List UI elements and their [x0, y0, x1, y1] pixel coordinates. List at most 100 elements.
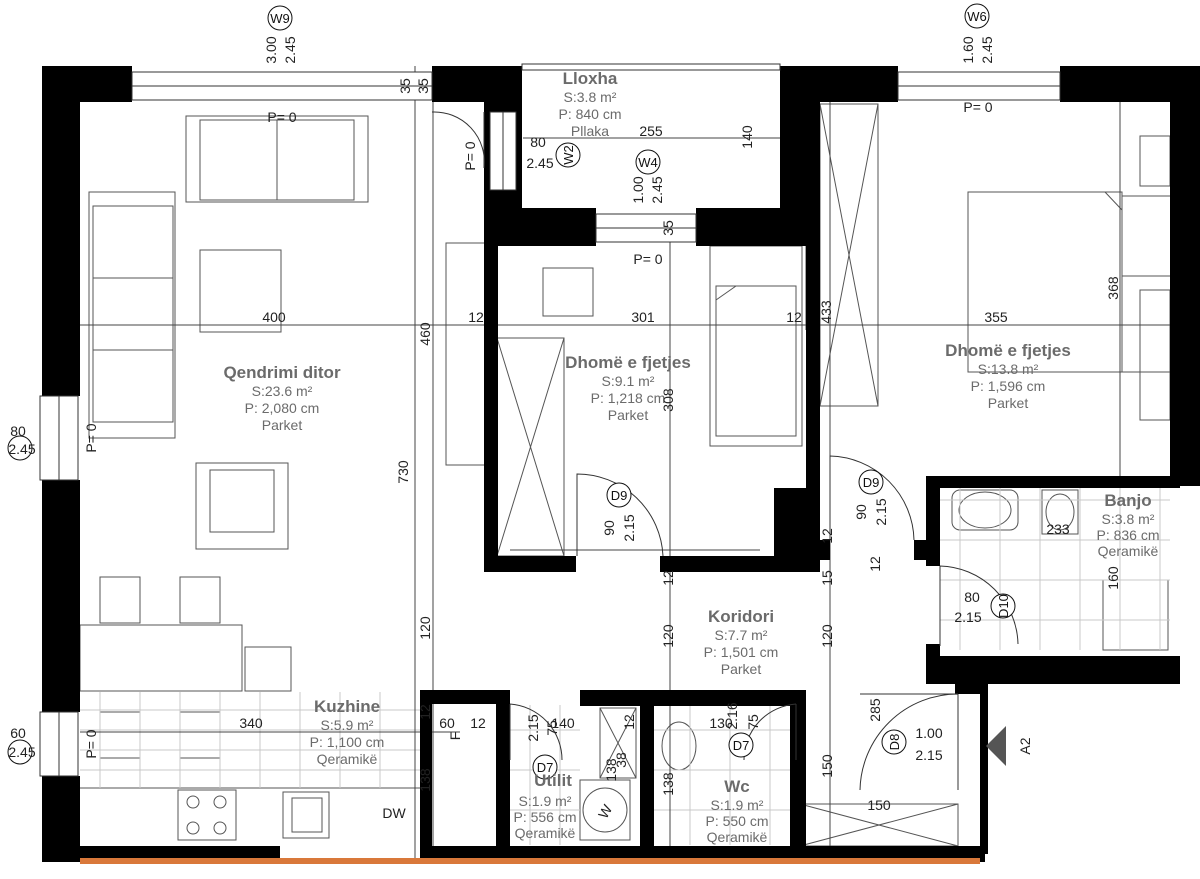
tags	[7, 3, 1016, 780]
dim-p0-w4: P= 0	[633, 251, 662, 267]
section-label: A2	[1017, 737, 1033, 754]
room-floor-utility: Qeramikë	[515, 825, 576, 841]
dim-p0-lw1: P= 0	[83, 423, 99, 452]
dim-140a: 140	[739, 125, 755, 149]
dim-w6-height: 2.45	[979, 36, 995, 63]
dim-120b: 120	[660, 624, 676, 648]
room-name-corridor: Koridori	[708, 607, 774, 626]
tag-d9-bedroom2: D9	[863, 475, 880, 490]
room-perimeter-loggia: P: 840 cm	[558, 106, 621, 122]
room-perimeter-corridor: P: 1,501 cm	[704, 644, 779, 660]
dim-160: 160	[1105, 566, 1121, 590]
dim-lw1-width: 80	[10, 423, 26, 439]
dim-150b: 150	[867, 797, 891, 813]
dim-138c: 138	[660, 772, 676, 796]
label-fridge: F	[447, 732, 463, 741]
dim-12f: 12	[819, 528, 835, 544]
dim-730: 730	[395, 460, 411, 484]
dim-d9b-width: 90	[853, 504, 869, 520]
dim-d9b-height: 2.15	[873, 498, 889, 525]
dim-120a: 120	[417, 616, 433, 640]
dim-w4-width: 1.00	[630, 176, 646, 203]
dim-35a: 35	[397, 78, 413, 94]
tag-d10: D10	[996, 594, 1011, 618]
room-floor-loggia: Pllaka	[571, 123, 609, 139]
dimension-texts: 3.00 2.45 1.60 2.45 80 2.45 1.00 2.45 80…	[8, 36, 1121, 813]
room-area-loggia: S:3.8 m²	[564, 89, 617, 105]
dim-p0-lw2: P= 0	[83, 729, 99, 758]
room-floor-wc: Qeramikë	[707, 829, 768, 845]
dim-308: 308	[660, 388, 676, 412]
room-floor-corridor: Parket	[721, 661, 762, 677]
tag-w6: W6	[967, 9, 987, 24]
dim-138b: 138	[603, 758, 619, 782]
dim-d9a-width: 90	[601, 520, 617, 536]
dim-d7b-height: 2.16	[724, 702, 740, 729]
room-area-kitchen: S:5.9 m²	[321, 717, 374, 733]
dim-368: 368	[1105, 276, 1121, 300]
dim-d9a-height: 2.15	[621, 514, 637, 541]
dim-d7a-height: 2.15	[525, 714, 541, 741]
room-name-bath: Banjo	[1104, 491, 1151, 510]
room-perimeter-bedroom2: P: 1,596 cm	[971, 378, 1046, 394]
dim-130: 130	[709, 715, 733, 731]
dim-60: 60	[439, 715, 455, 731]
tag-w2: W2	[561, 145, 576, 165]
dim-12d: 12	[417, 704, 433, 720]
room-floor-bedroom2: Parket	[988, 395, 1029, 411]
dim-355: 355	[984, 309, 1008, 325]
dim-lw2-width: 60	[10, 725, 26, 741]
room-perimeter-wc: P: 550 cm	[705, 813, 768, 829]
dim-d7a-width: 75	[544, 720, 560, 736]
doors	[431, 111, 1019, 791]
dim-p0-w9: P= 0	[267, 109, 296, 125]
room-name-utility: Utilit	[534, 771, 572, 790]
dim-lw2-height: 2.45	[8, 744, 35, 760]
floor-finish-strip	[80, 858, 980, 864]
room-perimeter-kitchen: P: 1,100 cm	[310, 734, 385, 750]
dim-d7b-width: 75	[745, 714, 761, 730]
dim-w2-height: 2.45	[526, 155, 553, 171]
dim-w6-width: 1.60	[960, 36, 976, 63]
dim-p0-w6: P= 0	[963, 99, 992, 115]
dim-w9-width: 3.00	[263, 36, 279, 63]
dim-433: 433	[818, 300, 834, 324]
room-name-wc: Wc	[724, 777, 750, 796]
room-floor-bedroom1: Parket	[608, 407, 649, 423]
label-washer: W	[595, 801, 616, 821]
room-perimeter-living: P: 2,080 cm	[245, 400, 320, 416]
dim-12c: 12	[470, 715, 486, 731]
room-floor-bath: Qeramikë	[1098, 543, 1159, 559]
dim-w9-height: 2.45	[282, 36, 298, 63]
dim-255: 255	[639, 123, 663, 139]
dim-138a: 138	[417, 768, 433, 792]
room-name-bedroom2: Dhomë e fjetjes	[945, 341, 1071, 360]
dim-12g: 12	[867, 556, 883, 572]
room-perimeter-bedroom1: P: 1,218 cm	[591, 390, 666, 406]
dim-12e: 12	[621, 714, 637, 730]
room-area-bath: S:3.8 m²	[1102, 511, 1155, 527]
dim-140b: 140	[551, 715, 575, 731]
dim-120c: 120	[819, 624, 835, 648]
room-name-bedroom1: Dhomë e fjetjes	[565, 353, 691, 372]
dim-p0-w2: P= 0	[462, 141, 478, 170]
dim-12b: 12	[786, 309, 802, 325]
dim-35c: 35	[660, 220, 676, 236]
room-floor-kitchen: Qeramikë	[317, 751, 378, 767]
room-perimeter-utility: P: 556 cm	[513, 809, 576, 825]
dim-38: 38	[613, 752, 629, 768]
tag-d9-bedroom1: D9	[611, 488, 628, 503]
windows	[39, 63, 1061, 777]
dim-12a: 12	[468, 309, 484, 325]
room-area-utility: S:1.9 m²	[519, 793, 572, 809]
dim-d10-height: 2.15	[954, 609, 981, 625]
dim-15: 15	[819, 570, 835, 586]
dim-w4-height: 2.45	[649, 176, 665, 203]
dim-d10-width: 80	[964, 589, 980, 605]
room-name-living: Qendrimi ditor	[223, 363, 341, 382]
section-arrow-icon	[986, 726, 1006, 766]
dim-301: 301	[631, 309, 655, 325]
dim-340: 340	[239, 715, 263, 731]
dim-150a: 150	[819, 754, 835, 778]
